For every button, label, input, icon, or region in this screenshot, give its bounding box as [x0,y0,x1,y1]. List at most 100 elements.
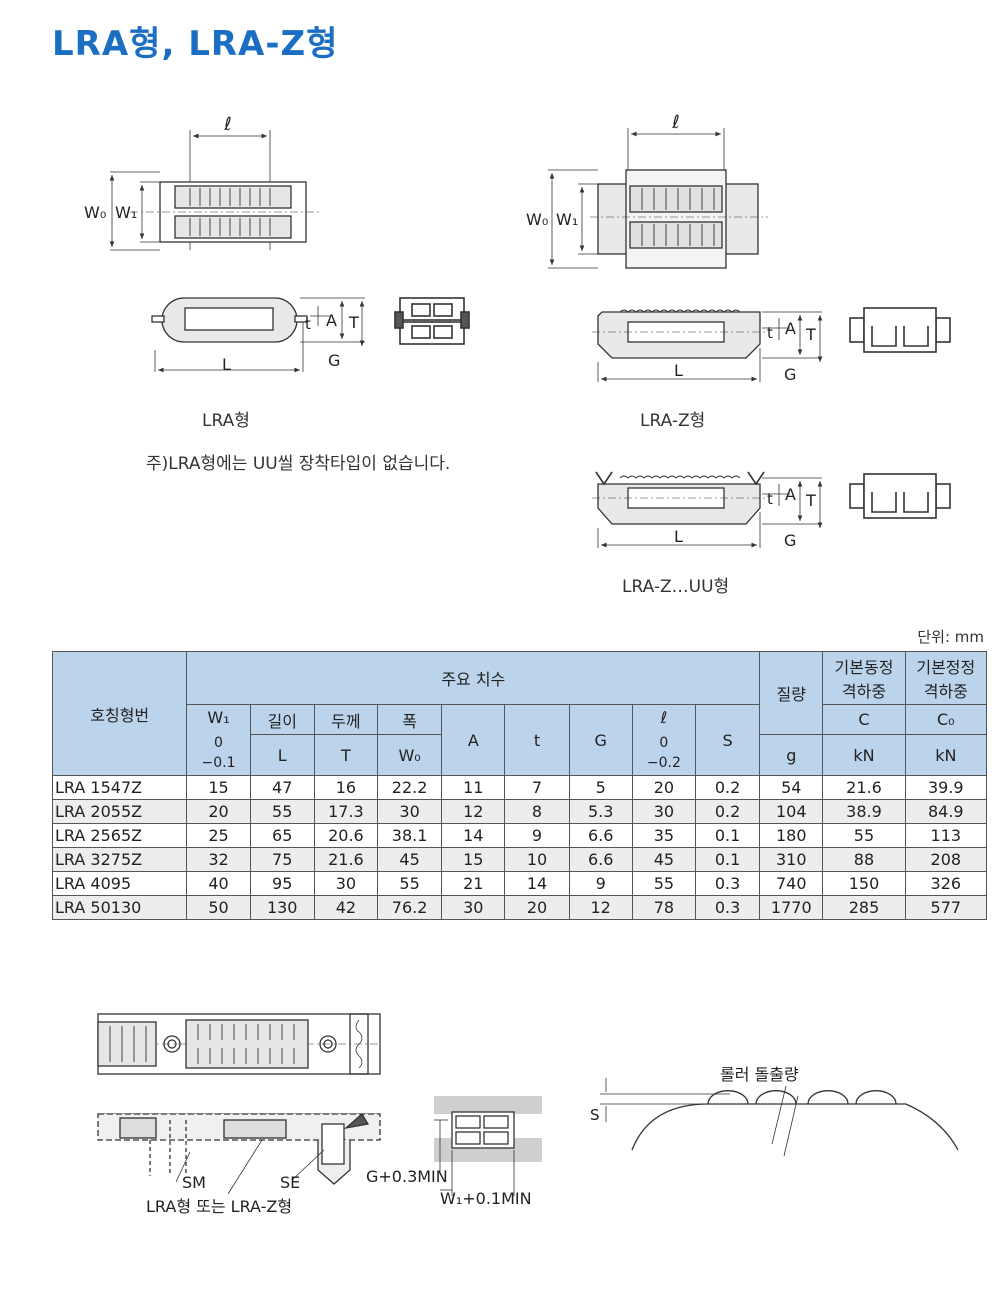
cell-c0: 326 [904,871,988,896]
cell-w1: 15 [186,775,251,800]
dim-w1-label-z: W₁ [556,210,578,229]
cell-c: 285 [822,895,906,920]
cell-c: 88 [822,847,906,872]
header-c0-unit: kN [904,734,988,776]
cell-w1: 32 [186,847,251,872]
lra-caption: LRA형 [202,411,250,431]
table-row: LRA 50130 50 130 42 76.2 30 20 12 78 0.3… [51,895,988,920]
cell-model: LRA 3275Z [51,847,188,872]
spec-table: 호칭형번 주요 치수 질량 기본동정 격하중 기본정정 격하중 W₁ 0 −0.… [51,651,988,920]
cell-c0: 113 [904,823,988,848]
lra-end-view [394,297,470,345]
header-c-unit: kN [822,734,906,776]
header-l-tol-upper: 0 [659,734,669,751]
cell-a: 15 [441,847,506,872]
dim-l-label: ℓ [223,114,231,135]
cell-t: 14 [504,871,570,896]
lra-z-uu-side-view [592,471,823,548]
lra-top-view [109,130,320,251]
cell-g: 6.6 [568,823,633,848]
type-note-label: LRA형 또는 LRA-Z형 [146,1197,292,1216]
header-mass: 질량 [759,651,824,735]
cell-s: 0.1 [694,823,761,848]
w-clearance-label: W₁+0.1MIN [440,1189,532,1208]
header-g: G [568,704,633,776]
dim-G-label-uu: G [784,531,796,550]
lra-z-side-view [592,309,823,382]
header-mass-unit: g [759,734,824,776]
cell-a: 14 [441,823,506,848]
g-clearance-label: G+0.3MIN [366,1167,448,1186]
header-w1: W₁ 0 −0.1 [186,704,251,776]
cell-s: 0.2 [694,775,761,800]
header-static-load: 기본정정 격하중 [904,651,988,705]
dim-L-label-uu: L [674,527,683,546]
cell-t: 7 [504,775,570,800]
header-c0: C₀ [904,704,988,735]
header-a: A [441,704,506,776]
dim-t-label-z: t [767,324,773,342]
dim-T-label-uu: T [805,491,816,510]
table-row: LRA 2055Z 20 55 17.3 30 12 8 5.3 30 0.2 … [51,799,988,824]
dim-w0-label-z: W₀ [526,210,548,229]
header-width-sym: W₀ [376,734,443,776]
cell-mass: 104 [759,799,824,824]
cell-t: 9 [504,823,570,848]
dim-A-label-uu: A [785,485,796,504]
header-length-sym: L [249,734,315,776]
cell-c0: 208 [904,847,988,872]
dim-L-label-z: L [674,361,683,380]
mounting-drawings: SM SE LRA형 또는 LRA-Z형 G+0.3MIN W₁+0.1MIN … [97,1013,959,1216]
header-static-line2: 격하중 [923,682,968,701]
cell-s: 0.2 [694,799,761,824]
cell-t-thick: 16 [313,775,379,800]
header-dynamic-load: 기본동정 격하중 [822,651,906,705]
cell-t-thick: 42 [313,895,379,920]
page-title: LRA형, LRA-Z형 [52,24,339,64]
roller-protrusion-detail [600,1078,959,1157]
lra-z-top-view [548,128,768,269]
clearance-detail [434,1096,542,1196]
cell-t-thick: 17.3 [313,799,379,824]
cell-t: 8 [504,799,570,824]
header-l-tol-lower: −0.2 [646,754,681,771]
dim-l-label-z: ℓ [671,112,679,133]
header-s: S [694,704,761,776]
dim-t-label: t [305,315,311,333]
cell-t-thick: 21.6 [313,847,379,872]
cell-a: 12 [441,799,506,824]
dim-w0-label: W₀ [84,203,106,222]
cell-l: 130 [249,895,315,920]
dim-T-label-z: T [805,325,816,344]
cell-model: LRA 2055Z [51,799,188,824]
table-row: LRA 2565Z 25 65 20.6 38.1 14 9 6.6 35 0.… [51,823,988,848]
roller-protrusion-label: 롤러 돌출량 [720,1065,799,1084]
header-main-dims: 주요 치수 [186,651,761,705]
cell-mass: 180 [759,823,824,848]
header-c: C [822,704,906,735]
cell-g: 6.6 [568,847,633,872]
lra-z-uu-end-view [849,473,951,519]
header-w1-tol-upper: 0 [214,734,223,751]
cell-w0: 55 [376,871,443,896]
header-model: 호칭형번 [51,651,188,776]
lra-side-view [151,297,365,373]
cell-ell: 78 [631,895,696,920]
header-dynamic-line2: 격하중 [841,682,887,701]
header-thickness: 두께 [313,704,379,735]
cell-c: 21.6 [822,775,906,800]
cell-a: 11 [441,775,506,800]
dim-L-label: L [222,355,231,374]
cell-c0: 84.9 [904,799,988,824]
cell-ell: 20 [631,775,696,800]
cell-a: 21 [441,871,506,896]
dim-t-label-uu: t [767,490,773,508]
dim-w1-label: W₁ [115,203,137,222]
cell-l: 47 [249,775,315,800]
cell-w0: 76.2 [376,895,443,920]
dim-T-label: T [348,313,359,332]
cell-l: 95 [249,871,315,896]
header-w1-sym: W₁ [207,707,230,727]
header-w1-tol-lower: −0.1 [201,754,236,771]
cell-w0: 30 [376,799,443,824]
